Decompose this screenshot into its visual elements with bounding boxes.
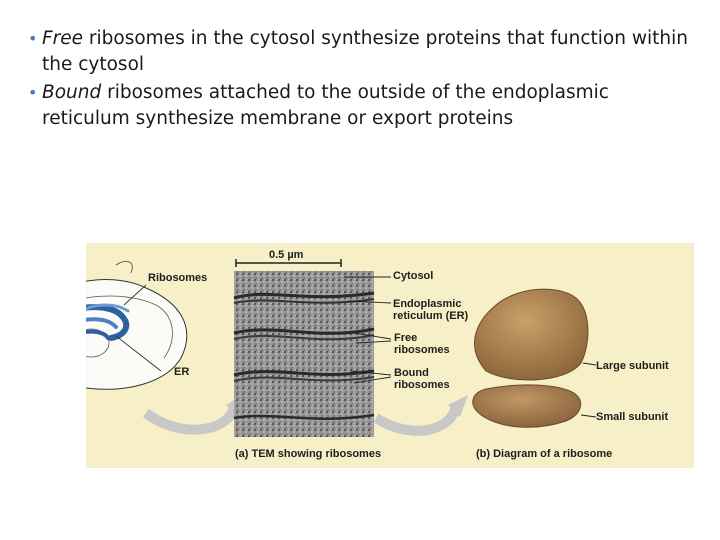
- bullet-emphasis: Free: [42, 28, 84, 49]
- bullet-dot: •: [28, 29, 38, 48]
- ribosome-model: [472, 288, 597, 428]
- bullet-text: ribosomes in the cytosol synthesize prot…: [42, 28, 688, 75]
- label-line: reticulum (ER): [393, 310, 469, 322]
- label-bound-ribosomes: Bound ribosomes: [394, 367, 450, 391]
- label-large-subunit: Large subunit: [596, 360, 669, 372]
- label-ribosomes: Ribosomes: [148, 272, 208, 284]
- label-endoplasmic-reticulum: Endoplasmic reticulum (ER): [393, 298, 468, 322]
- label-cytosol: Cytosol: [393, 270, 434, 282]
- label-free-ribosomes: Free ribosomes: [394, 332, 450, 356]
- ribosome-figure: 0.5 µm Ribosomes ER Cytosol Endoplasmic …: [35, 243, 694, 468]
- label-line: ribosomes: [394, 344, 450, 356]
- bullet-text: ribosomes attached to the outside of the…: [42, 82, 609, 129]
- bullet-free-ribosomes: •Free ribosomes in the cytosol synthesiz…: [28, 26, 698, 78]
- tem-micrograph: [233, 259, 392, 437]
- caption-a: (a) TEM showing ribosomes: [235, 448, 382, 460]
- label-small-subunit: Small subunit: [596, 411, 669, 423]
- scale-bar-label: 0.5 µm: [269, 249, 304, 261]
- bullet-bound-ribosomes: •Bound ribosomes attached to the outside…: [28, 80, 698, 132]
- label-er: ER: [174, 366, 190, 378]
- label-line: Free: [394, 332, 418, 344]
- caption-b: (b) Diagram of a ribosome: [476, 448, 613, 460]
- label-line: ribosomes: [394, 379, 450, 391]
- bullet-list: •Free ribosomes in the cytosol synthesiz…: [28, 26, 698, 134]
- bullet-emphasis: Bound: [42, 82, 102, 103]
- label-line: Bound: [394, 367, 429, 379]
- bullet-dot: •: [28, 83, 38, 102]
- label-line: Endoplasmic: [393, 298, 462, 310]
